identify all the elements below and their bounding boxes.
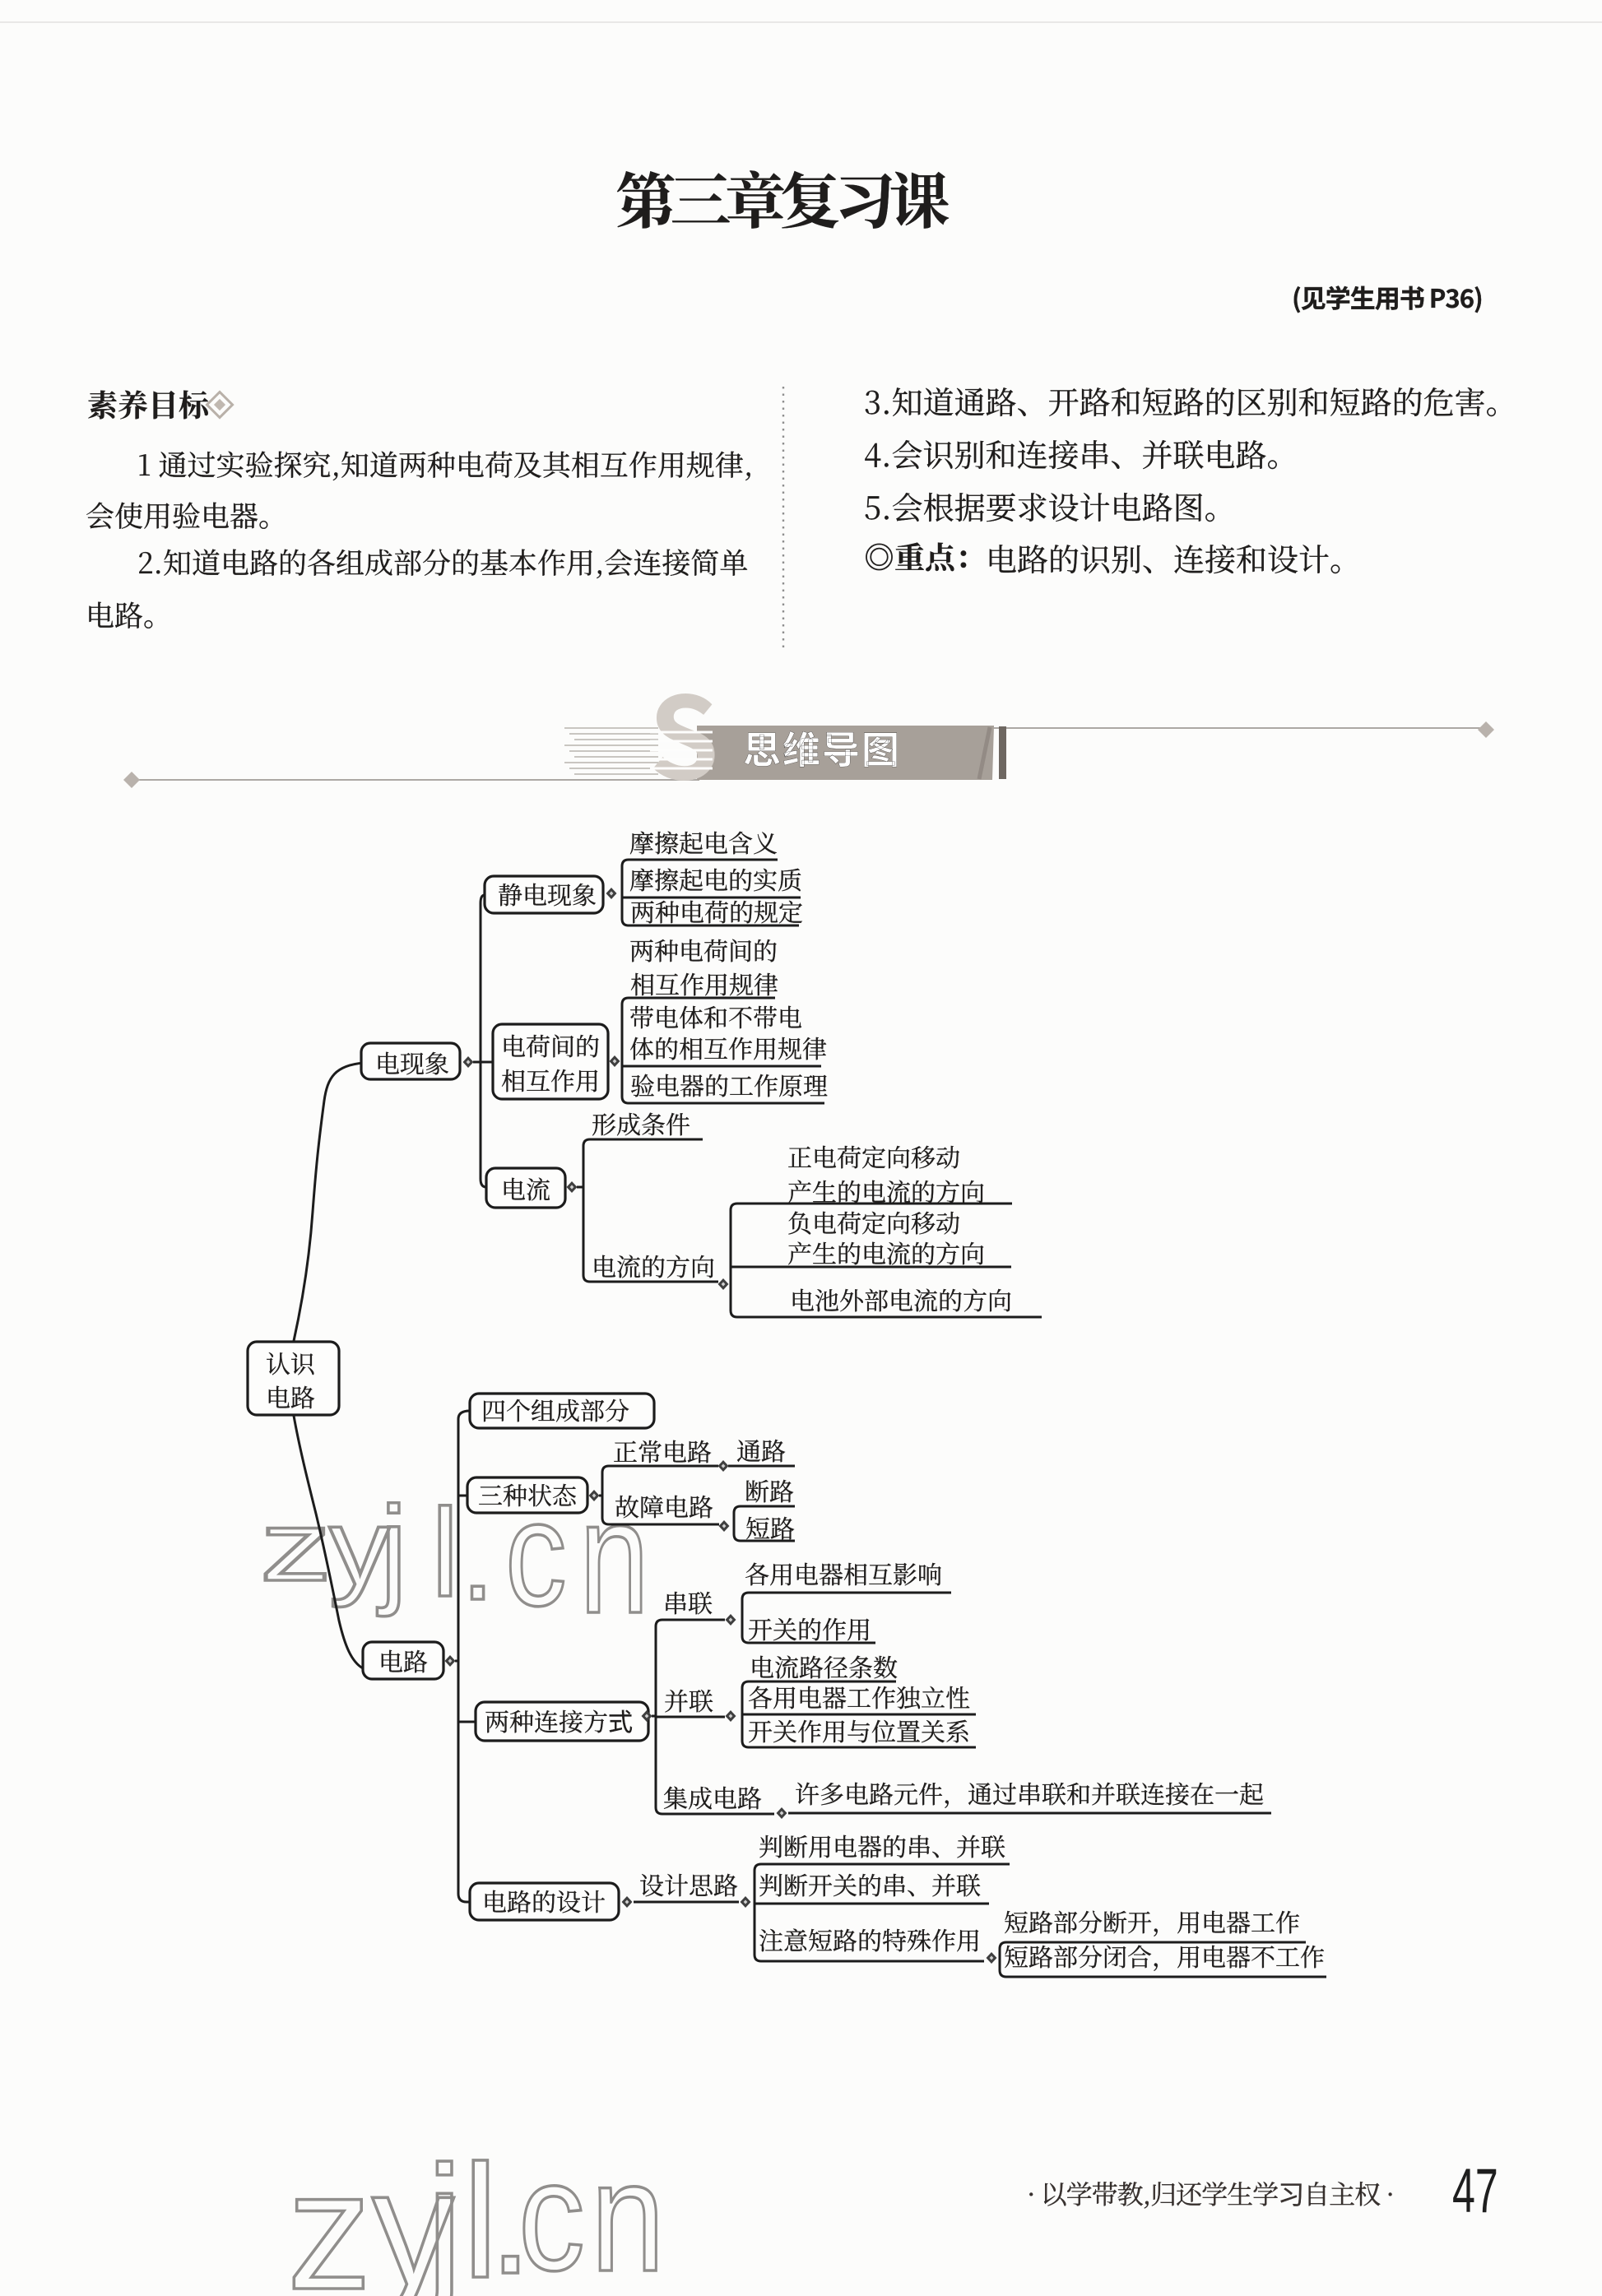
svg-text:j: j — [422, 2132, 462, 2296]
svg-text:l: l — [431, 1483, 459, 1623]
svg-text:c: c — [518, 2129, 585, 2296]
svg-text:j: j — [377, 1482, 407, 1617]
svg-text:47: 47 — [1452, 2156, 1498, 2226]
svg-text:S: S — [648, 647, 719, 812]
svg-text:z: z — [287, 2136, 372, 2296]
svg-text:.: . — [489, 2132, 532, 2296]
svg-text:y: y — [329, 1486, 390, 1607]
svg-text:z: z — [260, 1491, 332, 1602]
svg-text:y: y — [372, 2136, 454, 2296]
svg-text:n: n — [591, 2130, 665, 2296]
svg-text:l: l — [462, 2131, 499, 2296]
